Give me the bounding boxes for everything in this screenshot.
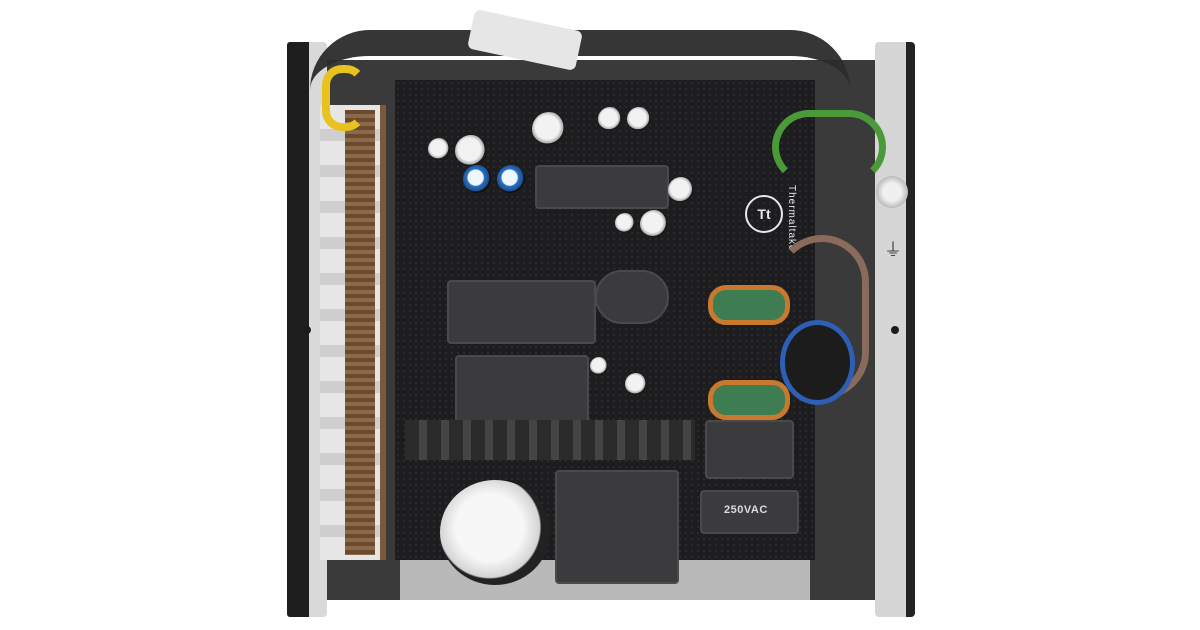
bulk-capacitor <box>440 480 550 585</box>
common-mode-choke-1 <box>708 285 790 325</box>
capacitor <box>640 210 668 238</box>
ground-wire <box>772 110 886 184</box>
primary-heatsink <box>405 420 695 460</box>
x-capacitor: 250VAC <box>700 490 799 534</box>
thermaltake-logo-icon: Tt <box>745 195 783 233</box>
ground-symbol-icon: ⏚ <box>884 240 902 260</box>
capacitor <box>627 107 651 131</box>
capacitor <box>598 107 622 131</box>
capacitor <box>625 373 647 395</box>
polymer-capacitor <box>497 165 525 193</box>
capacitor-rating-label: 250VAC <box>724 504 768 516</box>
bulk-inductor <box>555 470 679 584</box>
common-mode-choke-2 <box>708 380 790 420</box>
capacitor <box>428 138 450 160</box>
capacitor <box>455 135 487 167</box>
capacitor <box>590 357 608 375</box>
ground-screw <box>876 176 908 208</box>
cable-bundle <box>310 30 850 151</box>
ferrite-core <box>780 320 855 405</box>
capacitor <box>615 213 635 233</box>
case-left-edge <box>287 42 309 617</box>
yellow-wire <box>322 65 366 131</box>
brand-label: Thermaltake <box>786 185 797 252</box>
capacitor <box>532 112 566 146</box>
polymer-capacitor <box>463 165 491 193</box>
main-transformer <box>447 280 596 344</box>
case-screw-hole-right <box>891 326 899 334</box>
vertical-daughterboard <box>345 110 375 555</box>
case-screw-hole-left <box>303 326 311 334</box>
toroid-inductor <box>595 270 669 324</box>
pfc-inductor <box>455 355 589 429</box>
dc-dc-module <box>535 165 669 209</box>
emi-filter-block <box>705 420 794 479</box>
capacitor <box>668 177 694 203</box>
